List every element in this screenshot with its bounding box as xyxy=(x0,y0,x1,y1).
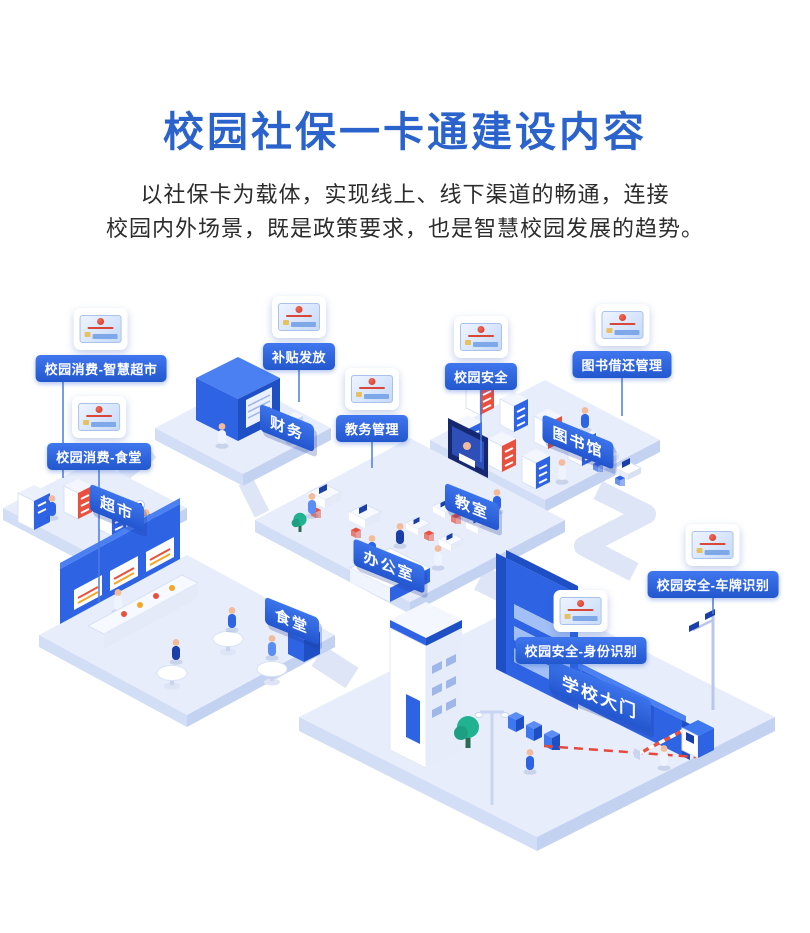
vehicle-lane-dashed-line xyxy=(543,744,697,759)
callout-canteen-consumption: 校园消费-食堂 xyxy=(47,396,151,470)
social-security-card-icon xyxy=(453,316,508,358)
callout-smart-supermarket: 校园消费-智慧超市 xyxy=(35,308,167,382)
callout-label-book-lending: 图书借还管理 xyxy=(572,351,672,378)
subtitle-line-2: 校园内外场景，既是政策要求，也是智慧校园发展的趋势。 xyxy=(105,216,704,242)
platform-canteen xyxy=(39,498,335,727)
tower-windows xyxy=(432,654,456,718)
finance-building xyxy=(196,357,280,441)
callout-label-subsidy: 补贴发放 xyxy=(262,343,336,370)
barrier-gate xyxy=(634,728,685,760)
callout-label-identity-recognition: 校园安全-身份识别 xyxy=(515,637,647,664)
callout-label-academic-admin: 教务管理 xyxy=(335,415,409,442)
subtitle-line-1: 以社保卡为载体，实现线上、线下渠道的畅通，连接 xyxy=(140,182,670,207)
callout-campus-safety: 校园安全 xyxy=(444,316,518,390)
campus-scene: 校园消费-智慧超市 校园消费-食堂 补贴发放 教务管理 校园安全 图书借还管理 … xyxy=(0,280,810,933)
social-security-card-icon xyxy=(72,396,126,438)
social-security-card-icon xyxy=(271,296,326,338)
callout-book-lending: 图书借还管理 xyxy=(572,304,672,378)
social-security-card-icon xyxy=(594,304,649,346)
page-title: 校园社保一卡通建设内容 xyxy=(163,109,647,155)
callout-label-canteen-consumption: 校园消费-食堂 xyxy=(47,443,151,470)
callout-academic-admin: 教务管理 xyxy=(335,368,409,442)
classroom-screen xyxy=(448,418,488,478)
callout-label-smart-supermarket: 校园消费-智慧超市 xyxy=(35,355,167,382)
serving-counter xyxy=(86,574,200,649)
social-security-card-icon xyxy=(74,308,128,350)
menu-boards xyxy=(74,537,174,610)
callout-label-license-plate-recognition: 校园安全-车牌识别 xyxy=(647,571,779,598)
callout-identity-recognition: 校园安全-身份识别 xyxy=(515,590,647,664)
social-security-card-icon xyxy=(554,590,608,632)
campus-tower-building xyxy=(389,602,462,769)
market-fridge xyxy=(17,485,50,531)
callout-license-plate-recognition: 校园安全-车牌识别 xyxy=(647,524,779,598)
social-security-card-icon xyxy=(344,368,399,410)
streetlight xyxy=(474,710,510,805)
social-security-card-icon xyxy=(686,524,740,566)
page-subtitle: 以社保卡为载体，实现线上、线下渠道的畅通，连接 校园内外场景，既是政策要求，也是… xyxy=(0,178,810,246)
guard-booth xyxy=(681,720,714,759)
callout-label-campus-safety: 校园安全 xyxy=(444,363,518,390)
canteen-wall xyxy=(60,498,180,624)
callout-subsidy: 补贴发放 xyxy=(262,296,336,370)
